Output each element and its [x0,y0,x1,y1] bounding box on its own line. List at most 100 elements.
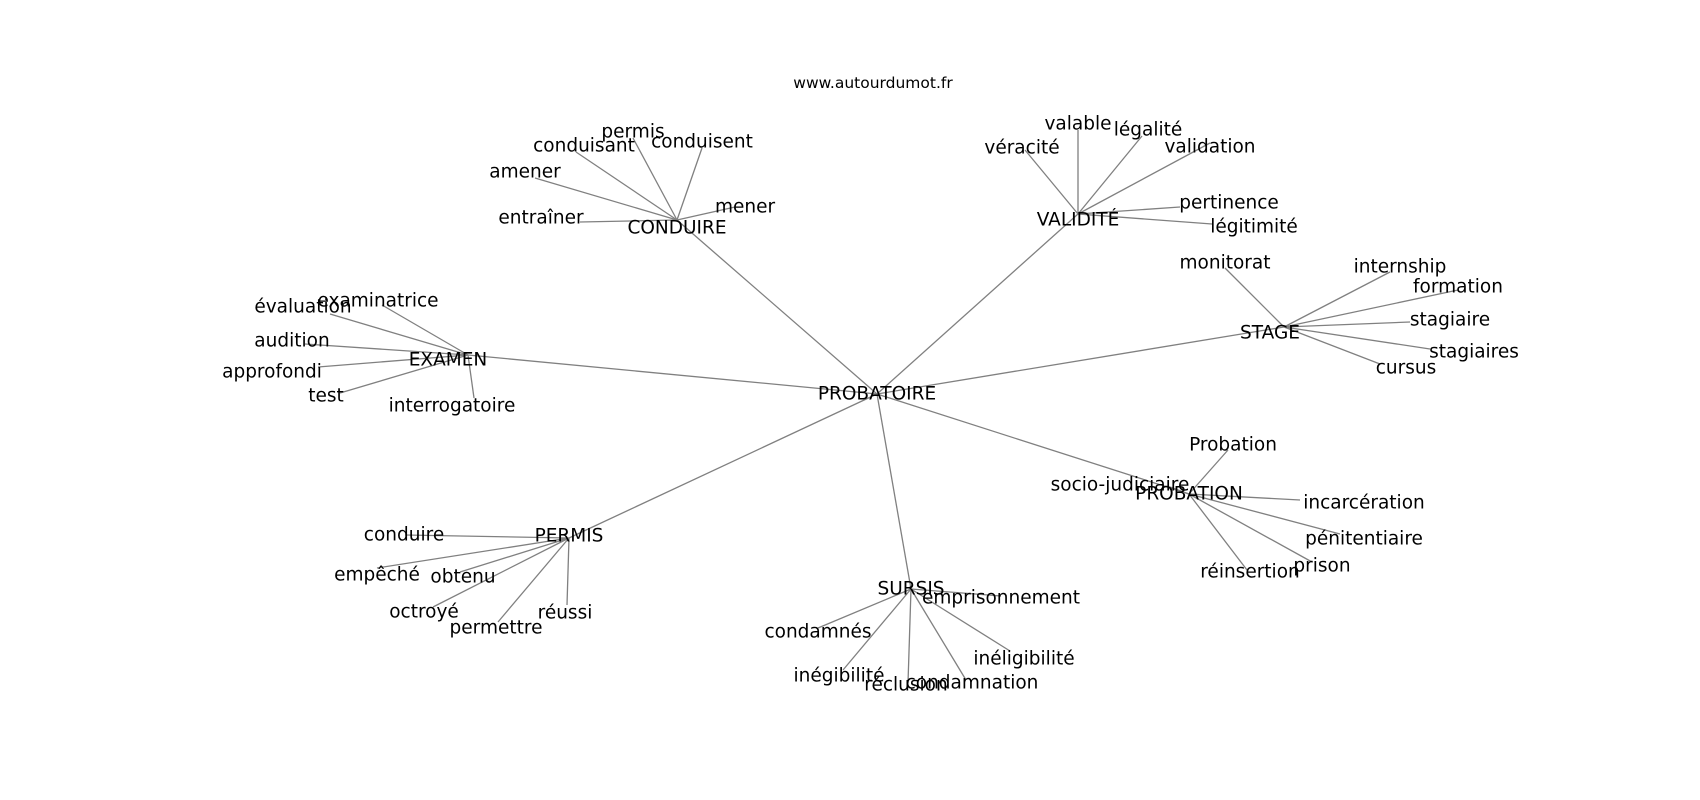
leaf-node[interactable]: permis [601,122,664,143]
edge-hub-to-leaf [1283,326,1431,350]
leaf-node[interactable]: amener [489,162,561,183]
edge-hub-to-leaf [1283,321,1411,328]
leaf-node[interactable]: évaluation [254,297,351,318]
leaf-node[interactable]: audition [254,331,329,352]
edge-hub-to-leaf [1188,449,1229,495]
edge-hub-to-leaf [1024,149,1079,215]
edge-hub-to-leaf [497,537,570,623]
leaf-node[interactable]: monitorat [1180,253,1271,274]
edge-hub-to-leaf [376,537,570,569]
edge-hub-to-leaf [1077,213,1213,225]
edge-hub-to-leaf [404,534,570,539]
leaf-node[interactable]: prison [1293,556,1350,577]
leaf-node[interactable]: permettre [450,618,543,639]
leaf-node[interactable]: interrogatoire [389,396,516,417]
edge-hub-to-leaf [1077,142,1211,215]
edge-hub-to-leaf [1283,289,1459,328]
edge-hub-to-leaf [842,588,912,671]
edge-center-to-hub [568,393,878,539]
edge-hub-to-leaf [1224,267,1285,328]
leaf-node[interactable]: socio-judiciaire [1051,475,1190,496]
edge-layer [304,130,1459,684]
edge-hub-to-leaf [579,219,678,223]
edge-hub-to-leaf [676,206,736,221]
hub-node[interactable]: PERMIS [535,526,604,547]
edge-hub-to-leaf [575,151,678,221]
edge-center-to-hub [876,326,1285,395]
leaf-node[interactable]: Probation [1189,435,1277,456]
leaf-node[interactable]: validation [1164,137,1255,158]
edge-hub-to-leaf [317,354,469,368]
leaf-node[interactable]: conduisent [651,132,753,153]
leaf-node[interactable]: stagiaires [1429,342,1519,363]
leaf-node[interactable]: inéligibilité [973,649,1074,670]
edge-hub-to-leaf [304,343,469,356]
leaf-node[interactable]: examinatrice [317,291,438,312]
edge-center-to-hub [876,213,1079,395]
leaf-node[interactable]: conduisant [533,136,635,157]
edge-hub-to-leaf [381,304,469,356]
leaf-node[interactable]: véracité [984,138,1059,159]
hub-node[interactable]: VALIDITÉ [1037,209,1120,231]
leaf-node[interactable]: test [308,386,344,407]
leaf-node[interactable]: octroyé [389,602,459,623]
edge-hub-to-leaf [1188,493,1248,571]
hub-node[interactable]: SURSIS [877,579,944,600]
edge-hub-to-leaf [1283,271,1391,328]
leaf-node[interactable]: conduire [364,525,444,546]
leaf-node[interactable]: légitimité [1210,217,1298,238]
edge-hub-to-leaf [1077,135,1143,215]
edge-hub-to-leaf [329,313,469,356]
edge-hub-to-leaf [534,177,678,221]
leaf-node[interactable]: internship [1354,257,1447,278]
edge-hub-to-leaf [907,588,912,684]
leaf-node[interactable]: entraîner [498,208,584,229]
edge-hub-to-leaf [467,354,475,399]
edge-center-to-hub [676,219,878,395]
edge-hub-to-leaf [910,588,1011,652]
edge-hub-to-leaf [910,588,1002,597]
leaf-node[interactable]: réclusion [864,675,947,696]
hub-node[interactable]: EXAMEN [409,350,488,371]
leaf-node[interactable]: réinsertion [1200,562,1300,583]
leaf-node[interactable]: condamnation [906,673,1039,694]
leaf-node[interactable]: incarcération [1303,493,1425,514]
leaf-node[interactable]: emprisonnement [922,588,1080,609]
site-label: www.autourdumot.fr [793,74,953,92]
leaf-node[interactable]: stagiaire [1410,310,1490,331]
edge-hub-to-leaf [1169,486,1190,495]
leaf-node[interactable]: cursus [1376,358,1437,379]
edge-hub-to-leaf [676,147,703,221]
leaf-node[interactable]: réussi [538,603,593,624]
edge-hub-to-leaf [1077,206,1181,215]
leaf-node[interactable]: légalité [1114,120,1183,141]
edge-hub-to-leaf [1188,493,1301,501]
edge-center-to-hub [876,393,1190,495]
center-node[interactable]: PROBATOIRE [818,384,936,405]
leaf-node[interactable]: pertinence [1179,193,1279,214]
edge-hub-to-leaf [632,137,678,221]
edge-hub-to-leaf [432,537,570,608]
leaf-node[interactable]: mener [715,197,776,218]
leaf-node[interactable]: inégibilité [794,666,885,687]
edge-hub-to-leaf [1188,493,1313,563]
edge-hub-to-leaf [817,588,912,629]
edge-hub-to-leaf [459,537,570,573]
edge-hub-to-leaf [339,354,469,394]
leaf-node[interactable]: obtenu [430,567,495,588]
edge-hub-to-leaf [1283,326,1381,365]
edge-hub-to-leaf [566,537,570,606]
hub-node[interactable]: CONDUIRE [627,218,726,239]
hub-node[interactable]: STAGE [1240,323,1300,344]
leaf-node[interactable]: condamnés [764,622,871,643]
leaf-node[interactable]: valable [1044,114,1111,135]
leaf-node[interactable]: empêché [334,565,420,586]
hub-node[interactable]: PROBATION [1135,484,1243,505]
label-layer: www.autourdumot.fr PROBATOIRE CONDUIRE per… [222,74,1519,696]
leaf-node[interactable]: approfondi [222,362,322,383]
leaf-node[interactable]: pénitentiaire [1305,529,1423,550]
edge-center-to-hub [876,393,912,590]
edge-hub-to-leaf [1188,493,1341,535]
leaf-node[interactable]: formation [1413,277,1503,298]
